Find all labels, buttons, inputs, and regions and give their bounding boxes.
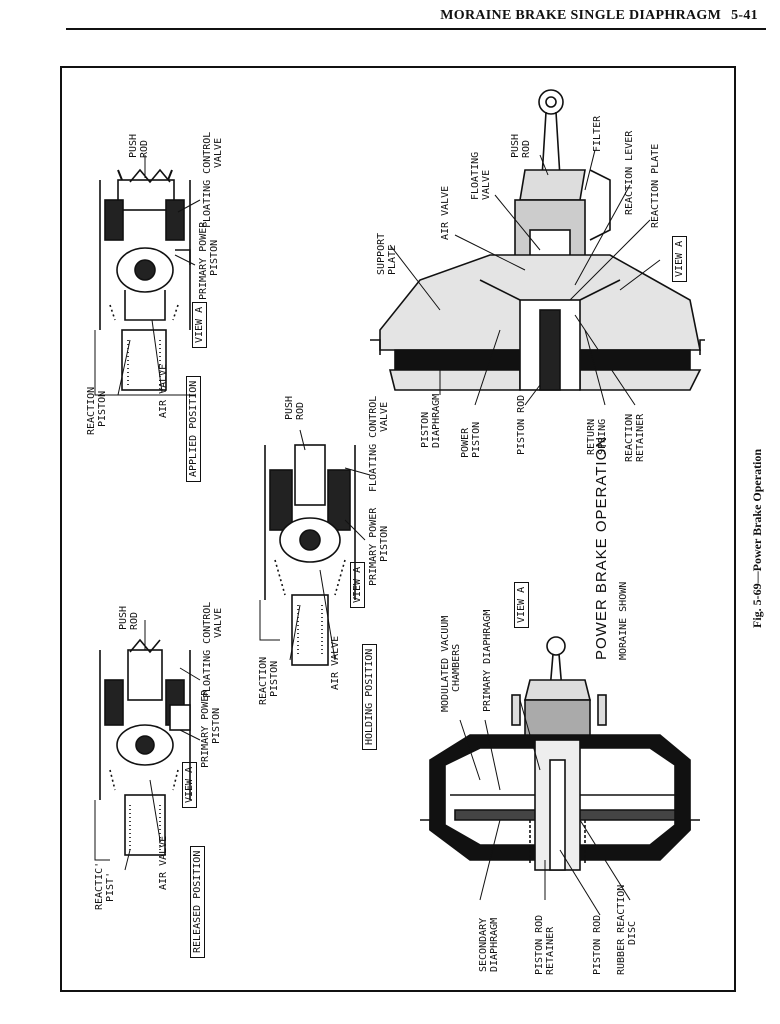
- main-title: POWER BRAKE OPERATION: [593, 435, 610, 660]
- leader-lines: [117, 149, 661, 916]
- holding-position-drawing: [259, 444, 356, 666]
- label-reaction-lever: REACTION LEVER: [624, 130, 635, 215]
- applied-position-title: APPLIED POSITION: [186, 375, 201, 482]
- label-air-valve-applied: AIR VALVE: [158, 363, 169, 418]
- label-reaction-plate: REACTION PLATE: [650, 143, 661, 228]
- page-number: 5-41: [731, 8, 758, 23]
- view-a-main: VIEW A: [514, 581, 529, 628]
- header-title: MORAINE BRAKE SINGLE DIAPHRAGM: [440, 8, 722, 23]
- label-filter: FILTER: [592, 115, 603, 152]
- label-primary-diaphragm: PRIMARY DIAPHRAGM: [482, 609, 493, 712]
- header-rule: [66, 28, 766, 30]
- booster-detail-drawing: [370, 89, 705, 391]
- view-a-holding: VIEW A: [350, 561, 365, 608]
- applied-position-drawing: [94, 168, 195, 396]
- label-air-valve-released: AIR VALVE: [158, 835, 169, 890]
- view-a-applied: VIEW A: [192, 301, 207, 348]
- label-air-valve-holding: AIR VALVE: [330, 635, 341, 690]
- label-piston-rod-main: PISTON ROD: [592, 914, 603, 975]
- page-header: MORAINE BRAKE SINGLE DIAPHRAGM 5-41: [440, 8, 758, 24]
- booster-cross-section-drawing: [420, 636, 700, 871]
- view-a-detail: VIEW A: [672, 235, 687, 282]
- view-a-released: VIEW A: [182, 761, 197, 808]
- figure-frame: [60, 66, 736, 992]
- main-subtitle: MORAINE SHOWN: [618, 581, 629, 660]
- label-air-valve-detail: AIR VALVE: [440, 185, 451, 240]
- holding-position-title: HOLDING POSITION: [362, 643, 377, 750]
- label-reaction-piston-released: REACTIC'PIST': [94, 861, 116, 910]
- figure-caption: Fig. 5-69—Power Brake Operation: [750, 448, 764, 628]
- released-position-title: RELEASED POSITION: [190, 845, 205, 958]
- label-piston-rod-detail: PISTON ROD: [516, 394, 527, 455]
- released-position-drawing: [94, 638, 191, 861]
